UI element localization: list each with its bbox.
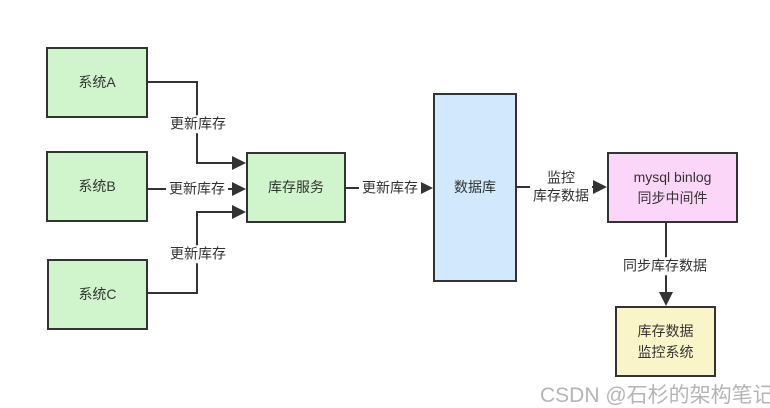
edge-db-binlog-arrowhead-icon (593, 180, 607, 194)
node-system-c-label: 系统C (78, 286, 117, 303)
edge-c-segment-h1 (148, 292, 198, 294)
node-system-b: 系统B (46, 151, 148, 222)
edge-binlog-monitor-arrowhead-icon (659, 292, 673, 306)
node-system-c: 系统C (47, 259, 148, 330)
node-binlog-middleware-line2: 同步中间件 (637, 189, 708, 206)
node-monitor-system-line1: 库存数据 (637, 323, 694, 340)
edge-db-binlog-label-line1: 监控 (547, 169, 575, 186)
edge-b-label: 更新库存 (166, 180, 228, 198)
node-inventory-service: 库存服务 (246, 152, 346, 223)
node-database-label: 数据库 (454, 179, 496, 196)
edge-b-arrowhead-icon (232, 182, 246, 196)
node-database: 数据库 (433, 93, 517, 282)
edge-c-segment-h2 (196, 211, 232, 213)
edge-db-binlog-label: 监控 库存数据 (530, 169, 592, 205)
node-monitor-system: 库存数据 监控系统 (615, 306, 716, 377)
edge-service-db-label: 更新库存 (359, 179, 421, 197)
node-system-a-label: 系统A (78, 74, 116, 91)
edge-binlog-monitor-label: 同步库存数据 (620, 257, 710, 275)
edge-db-binlog-label-line2: 库存数据 (533, 187, 589, 203)
node-monitor-system-line2: 监控系统 (637, 343, 694, 360)
node-inventory-service-label: 库存服务 (268, 179, 324, 196)
edge-a-label: 更新库存 (167, 115, 229, 133)
edge-a-segment-h2 (196, 162, 232, 164)
edge-c-label: 更新库存 (167, 245, 229, 263)
edge-c-arrowhead-icon (232, 205, 246, 219)
edge-service-db-arrowhead-icon (419, 181, 433, 195)
edge-a-arrowhead-icon (232, 156, 246, 170)
node-binlog-middleware-line1: mysql binlog (633, 169, 712, 186)
node-binlog-middleware: mysql binlog 同步中间件 (607, 152, 738, 223)
node-system-b-label: 系统B (78, 178, 116, 195)
edge-a-segment-h1 (148, 81, 198, 83)
node-system-a: 系统A (46, 47, 148, 118)
watermark-text: CSDN @石杉的架构笔记 (540, 384, 770, 407)
